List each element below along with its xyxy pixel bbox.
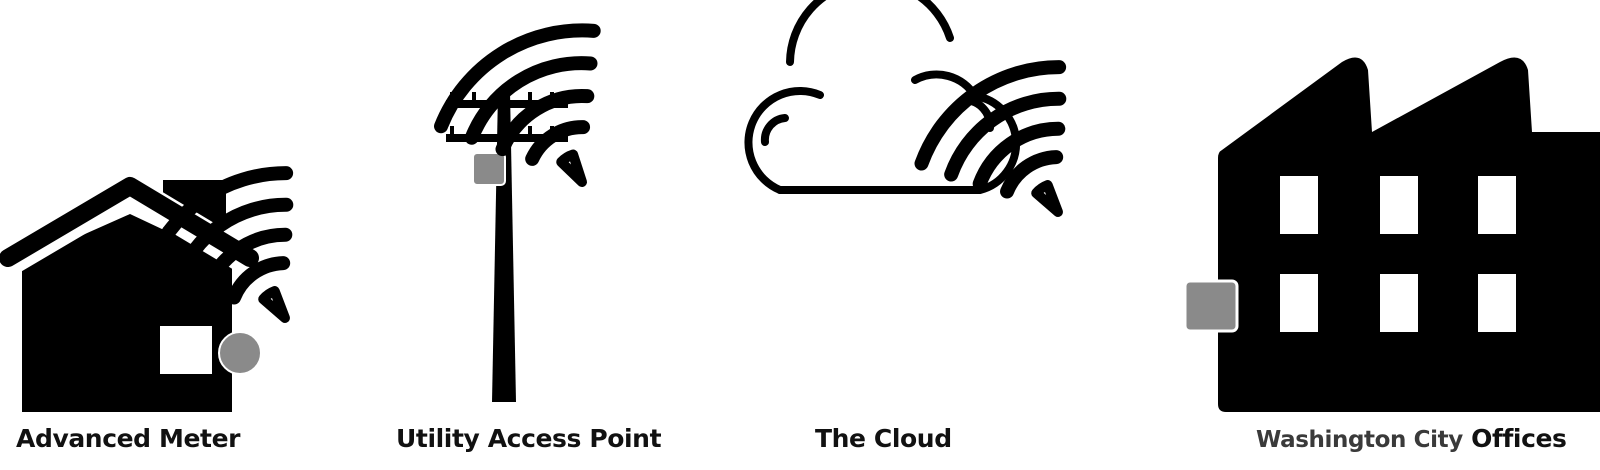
- utility-access-point-label: Utility Access Point: [396, 424, 662, 453]
- meter-device-marker: [218, 331, 262, 375]
- advanced-meter-label: Advanced Meter: [16, 424, 241, 453]
- offices-label: Washington City Offices: [1256, 424, 1567, 453]
- offices-device-marker: [1183, 279, 1239, 333]
- offices-label-prefix: Washington City: [1256, 427, 1463, 453]
- access-point-device-marker: [472, 152, 506, 186]
- offices-label-suffix: Offices: [1471, 424, 1567, 453]
- wireless-signal-icon: [914, 60, 1067, 217]
- house-icon: [0, 175, 265, 412]
- wireless-signal-icon: [141, 166, 294, 323]
- wireless-signal-icon: [434, 23, 601, 187]
- cloud-label: The Cloud: [815, 424, 952, 453]
- factory-building-icon: [1218, 57, 1600, 412]
